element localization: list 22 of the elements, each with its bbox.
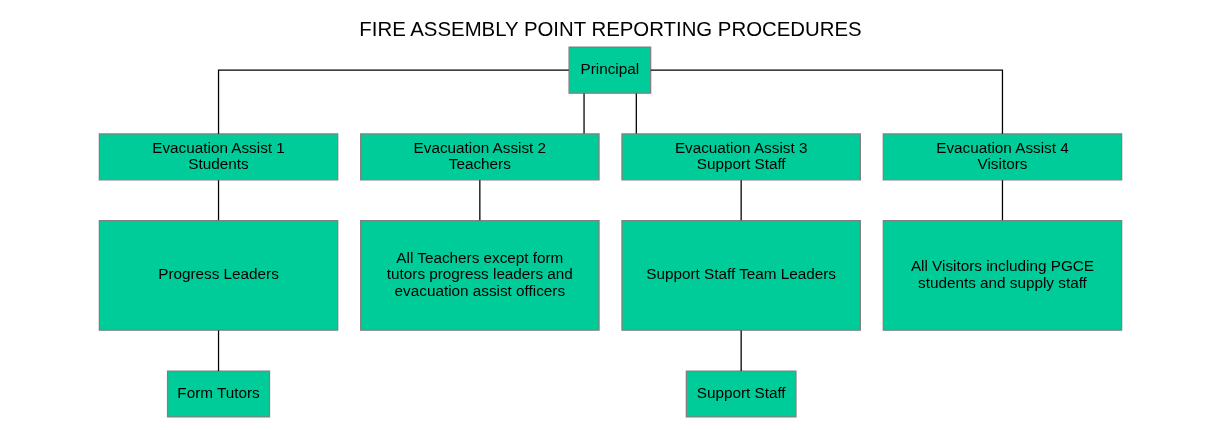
connector [1001, 179, 1003, 221]
node-box: Form Tutors [166, 369, 270, 418]
node-box: Evacuation Assist 3 Support Staff [620, 132, 861, 180]
node-box: All Visitors including PGCE students and supply staff [882, 219, 1122, 331]
connector [635, 92, 637, 134]
node-box: Principal [567, 46, 651, 94]
connector [649, 69, 1003, 134]
node-box: Support Staff [685, 369, 797, 418]
connector [478, 179, 480, 221]
node-box: Evacuation Assist 1 Students [98, 132, 338, 180]
diagram-title: FIRE ASSEMBLY POINT REPORTING PROCEDURES [358, 17, 862, 40]
node-box: Evacuation Assist 4 Visitors [882, 132, 1122, 180]
connector [217, 329, 219, 372]
connector [740, 179, 742, 221]
node-box: Support Staff Team Leaders [620, 219, 861, 331]
connector [740, 329, 742, 372]
node-box: Evacuation Assist 2 Teachers [359, 132, 600, 180]
connector [582, 92, 585, 134]
node-box: All Teachers except form tutors progress leaders and evacuation assist officers [359, 219, 600, 331]
connector [217, 69, 569, 134]
node-box: Progress Leaders [98, 219, 338, 331]
connector [217, 179, 219, 221]
